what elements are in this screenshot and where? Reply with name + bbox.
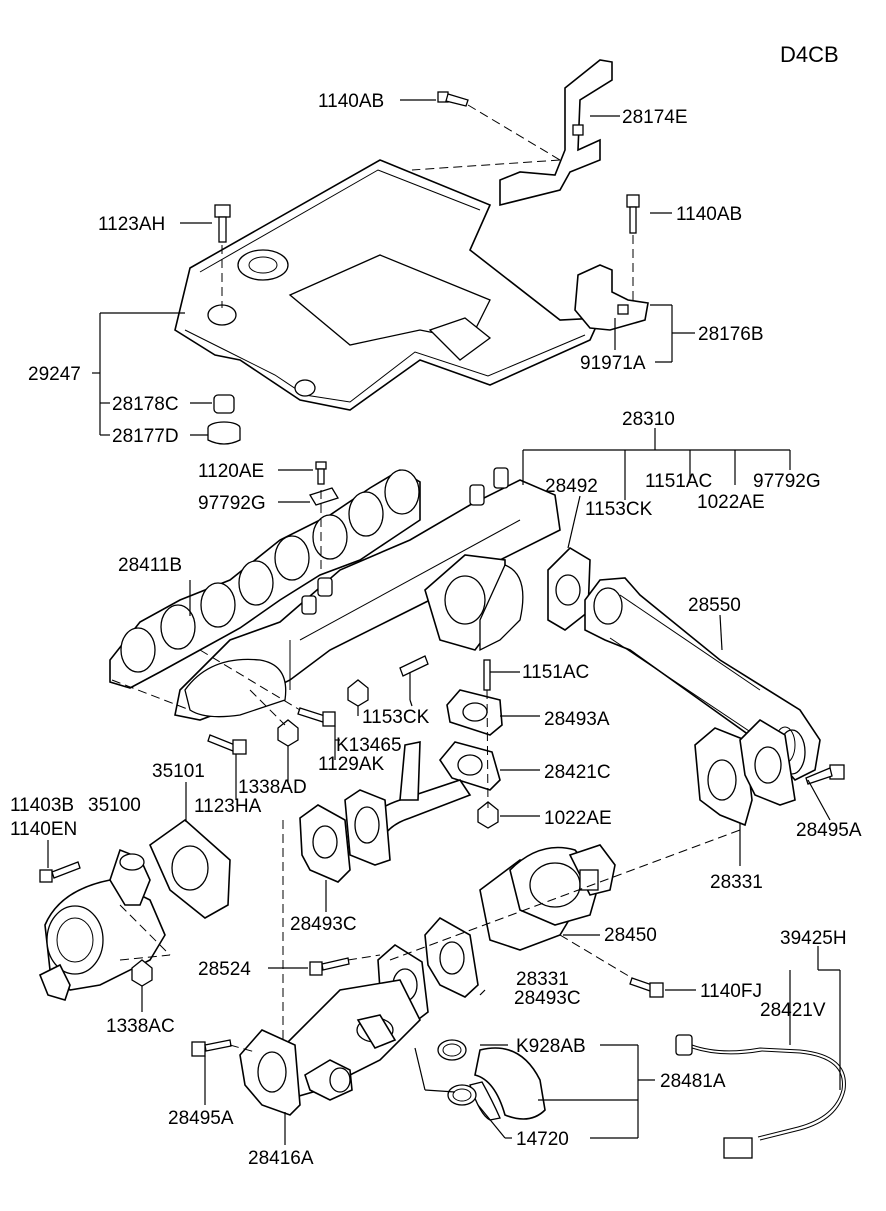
label-28495A-left: 28495A	[168, 1108, 234, 1129]
engine-cover-part	[174, 159, 602, 411]
label-28495A-right: 28495A	[796, 820, 862, 841]
bolt-1140AB-top-part	[437, 91, 469, 107]
label-1140AB-right: 1140AB	[676, 204, 742, 225]
label-28493A: 28493A	[544, 709, 610, 730]
bolt-1140EN-part	[39, 861, 81, 883]
label-28178C: 28178C	[112, 394, 179, 415]
label-28550: 28550	[688, 595, 741, 616]
label-1123HA: 1123HA	[194, 796, 262, 817]
label-1153CK-top: 1153CK	[585, 499, 653, 520]
gasket-28331-right-part	[694, 727, 753, 827]
label-1022AE-mid: 1022AE	[544, 808, 612, 829]
label-28411B: 28411B	[118, 555, 182, 576]
nut-1338AC-part	[131, 959, 153, 987]
gasket-28493A-part	[446, 689, 503, 736]
gasket-35101-part	[149, 818, 231, 919]
label-28174E: 28174E	[622, 107, 688, 128]
bolt-1120AE-part	[315, 461, 327, 485]
label-28176B: 28176B	[698, 324, 764, 345]
label-14720: 14720	[516, 1129, 569, 1150]
label-28493C-low: 28493C	[514, 988, 581, 1009]
label-1140EN: 1140EN	[10, 819, 77, 840]
bolt-1123AH-part	[214, 204, 231, 243]
egr-cooler-28416A-part	[269, 979, 421, 1101]
label-1153CK-mid: 1153CK	[362, 707, 430, 728]
label-28331-right: 28331	[710, 872, 763, 893]
label-29247: 29247	[28, 364, 81, 385]
label-28421V: 28421V	[760, 1000, 826, 1021]
label-97792G-right: 97792G	[753, 471, 821, 492]
nut-K13465-part	[347, 679, 369, 707]
bolt-1129AK-part	[297, 707, 336, 727]
bolt-28495A-left-part	[191, 1039, 232, 1057]
stud-1153CK-part	[399, 655, 429, 677]
gasket-28331-lower-part	[424, 916, 479, 998]
bolt-28495A-right-part	[805, 764, 845, 785]
gasket-28492-part	[547, 546, 591, 631]
gasket-28493C-mid-part	[299, 804, 351, 883]
bolt-1123HA-part	[207, 734, 247, 755]
label-28450: 28450	[604, 925, 657, 946]
label-1123AH: 1123AH	[98, 214, 165, 235]
label-K13465: K13465	[336, 735, 402, 756]
label-35101: 35101	[152, 761, 205, 782]
label-1129AK: 1129AK	[318, 754, 385, 775]
bracket-28176B-part	[574, 264, 649, 331]
sensor-39425H-part	[675, 1034, 846, 1159]
label-28493C-mid: 28493C	[290, 914, 357, 935]
leader-lines-top	[92, 99, 695, 436]
label-28481A: 28481A	[660, 1071, 726, 1092]
bolt-1140FJ-part	[629, 977, 664, 998]
housing-35100-part	[38, 848, 166, 1001]
label-K928AB: K928AB	[516, 1036, 586, 1057]
label-35100: 35100	[88, 795, 141, 816]
label-1338AD: 1338AD	[238, 777, 307, 798]
label-1338AC: 1338AC	[106, 1016, 175, 1037]
label-1151AC-mid: 1151AC	[522, 662, 589, 683]
label-28331-mid: 28331	[516, 969, 569, 990]
engine-code: D4CB	[780, 42, 839, 67]
grommet-28178C-part	[213, 394, 235, 414]
stud-1151AC-part	[483, 659, 491, 691]
manifold-28310-part	[174, 467, 561, 721]
label-91971A: 91971A	[580, 353, 646, 374]
label-28492: 28492	[545, 476, 598, 497]
label-28310: 28310	[622, 409, 675, 430]
washer-97792G-part	[309, 487, 339, 506]
label-28177D: 28177D	[112, 426, 179, 447]
bracket-28174E-part	[499, 59, 613, 207]
bolt-28524-part	[309, 957, 350, 976]
label-1140FJ: 1140FJ	[700, 981, 762, 1002]
part-labels: 1140AB 28174E 1123AH 1140AB 28176B 91971…	[10, 91, 862, 1169]
bolt-1140AB-right-part	[626, 194, 640, 234]
label-1022AE-top: 1022AE	[697, 492, 765, 513]
label-28421C: 28421C	[544, 762, 611, 783]
label-28524: 28524	[198, 959, 251, 980]
label-1151AC-top: 1151AC	[645, 471, 712, 492]
label-11403B: 11403B	[10, 795, 74, 816]
label-28416A: 28416A	[248, 1148, 314, 1169]
manifold-flange-part	[424, 554, 524, 652]
label-1120AE: 1120AE	[198, 461, 264, 482]
label-1140AB-top: 1140AB	[318, 91, 384, 112]
nut-1338AD-part	[277, 719, 299, 747]
label-39425H: 39425H	[780, 928, 847, 949]
egr-valve-28450-part	[479, 844, 616, 951]
pipe-end-flange-part	[739, 718, 796, 806]
clamp-K928AB-part	[437, 1039, 477, 1106]
hose-14720-part	[469, 1047, 546, 1121]
leader-lines-mid	[47, 428, 841, 1145]
flange-28416A-part	[239, 1029, 301, 1116]
grommet-28177D-part	[207, 421, 241, 445]
pipe-28421C-part	[344, 741, 501, 866]
label-97792G-left: 97792G	[198, 493, 266, 514]
